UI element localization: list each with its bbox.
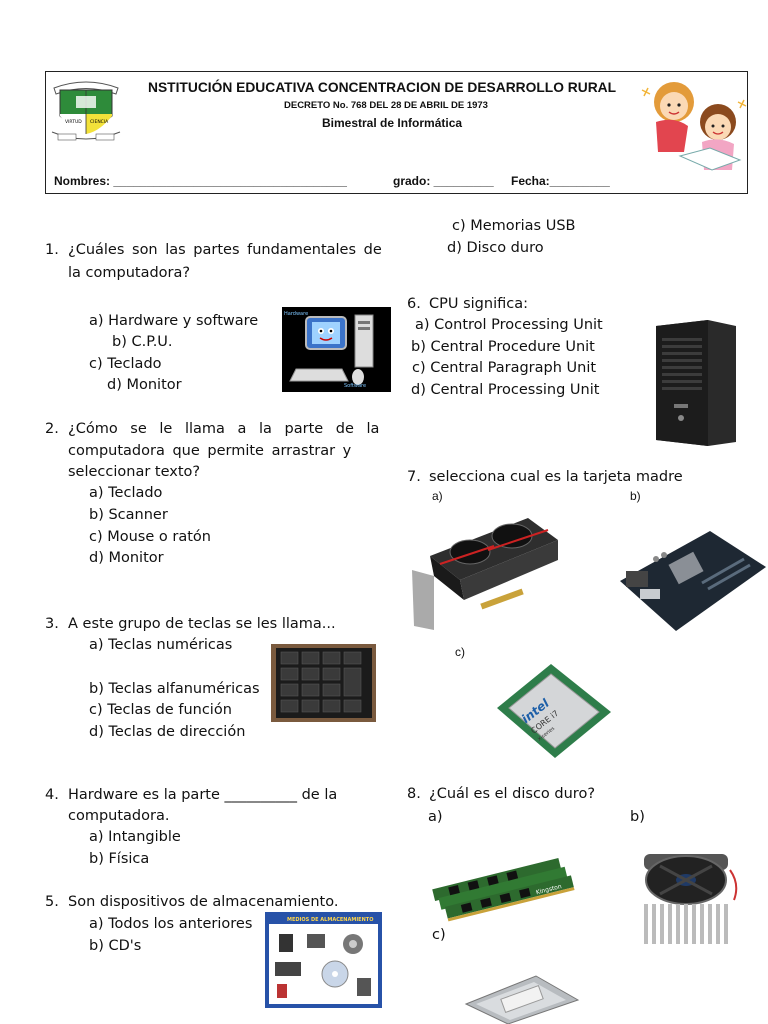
storage-image-title: MEDIOS DE ALMACENAMIENTO	[287, 917, 373, 923]
q2-option-c: c) Mouse o ratón	[89, 529, 211, 545]
ram-modules-image: Kingston	[432, 857, 575, 922]
computer-label-hardware: Hardware	[284, 311, 308, 317]
q2-text-line1: ¿Cómo se le llama a la parte de la	[68, 421, 380, 437]
q4-option-a: a) Intangible	[89, 829, 181, 845]
q6-option-a: a) Control Processing Unit	[415, 317, 603, 333]
q4-number: 4.	[45, 787, 59, 803]
q7-label-a: a)	[432, 489, 443, 503]
q2-option-b: b) Scanner	[89, 507, 168, 523]
motherboard-image	[620, 531, 766, 631]
computer-label-software: Software	[344, 383, 366, 389]
seal-text-1: VIRTUD	[65, 119, 82, 125]
q6-number: 6.	[407, 296, 421, 312]
q5-option-a: a) Todos los anteriores	[89, 916, 253, 932]
q7-text-line1: selecciona cual es la tarjeta madre	[429, 469, 683, 485]
hard-disk-image	[464, 975, 580, 1024]
institution-title: NSTITUCIÓN EDUCATIVA CONCENTRACION DE DE…	[148, 80, 617, 95]
q5-option-d: d) Disco duro	[447, 240, 544, 256]
q3-option-c: c) Teclas de función	[89, 702, 232, 718]
storage-devices-image: MEDIOS DE ALMACENAMIENTO	[265, 912, 382, 1008]
q8-label-c: c)	[432, 927, 446, 943]
q1-option-d: d) Monitor	[107, 377, 182, 393]
q2-option-a: a) Teclado	[89, 485, 163, 501]
header-box	[45, 71, 748, 194]
q7-label-b: b)	[630, 489, 641, 503]
q5-option-c: c) Memorias USB	[452, 218, 576, 234]
q3-option-a: a) Teclas numéricas	[89, 637, 233, 653]
q6-text-line1: CPU significa:	[429, 296, 528, 312]
q1-option-a: a) Hardware y software	[89, 313, 259, 329]
names-field: Nombres: _______________________________…	[54, 174, 347, 188]
numeric-keypad-image	[271, 644, 376, 722]
seal-text-2: CIENCIA	[90, 119, 109, 125]
q3-text-line1: A este grupo de teclas se les llama...	[68, 616, 336, 632]
q2-number: 2.	[45, 421, 59, 437]
cpu-cooler-fan-image	[644, 854, 738, 944]
q7-number: 7.	[407, 469, 421, 485]
q6-option-b: b) Central Procedure Unit	[411, 339, 595, 355]
q8-text-line1: ¿Cuál es el disco duro?	[429, 786, 596, 802]
q6-option-c: c) Central Paragraph Unit	[412, 360, 597, 376]
q7-label-c: c)	[455, 645, 465, 659]
q3-option-d: d) Teclas de dirección	[89, 724, 246, 740]
q6-option-d: d) Central Processing Unit	[411, 382, 600, 398]
school-seal-icon: VIRTUD CIENCIA	[51, 81, 121, 141]
q1-text-line2: la computadora?	[68, 265, 191, 281]
graphics-card-image	[412, 518, 558, 630]
decree-text: DECRETO No. 768 DEL 28 DE ABRIL DE 1973	[284, 100, 488, 111]
grade-field: grado: _________	[393, 174, 494, 188]
cpu-tower-image	[656, 320, 736, 446]
processor-chip-image: intel CORE i7 X-series	[497, 664, 611, 758]
q1-option-c: c) Teclado	[89, 356, 162, 372]
q3-option-b: b) Teclas alfanuméricas	[89, 681, 260, 697]
q4-text-line2: computadora.	[68, 808, 170, 824]
q4-text-line1: Hardware es la parte __________ de la	[68, 787, 338, 803]
q1-text-line1: ¿Cuáles son las partes fundamentales de	[68, 242, 382, 258]
q5-option-b: b) CD's	[89, 938, 142, 954]
date-field: Fecha:_________	[511, 174, 610, 188]
q4-option-b: b) Física	[89, 851, 150, 867]
q8-label-b: b)	[630, 809, 645, 825]
q2-text-line2: computadora que permite arrastrar y	[68, 443, 352, 459]
computer-image: Hardware Software	[282, 307, 391, 392]
q3-number: 3.	[45, 616, 59, 632]
q2-text-line3: seleccionar texto?	[68, 464, 201, 480]
kids-reading-icon	[641, 82, 747, 171]
q1-option-b: b) C.P.U.	[112, 334, 173, 350]
q2-option-d: d) Monitor	[89, 550, 164, 566]
q5-text-line1: Son dispositivos de almacenamiento.	[68, 894, 339, 910]
q8-number: 8.	[407, 786, 421, 802]
q1-number: 1.	[45, 242, 59, 258]
q5-number: 5.	[45, 894, 59, 910]
subject-title: Bimestral de Informática	[322, 116, 463, 130]
q8-label-a: a)	[428, 809, 443, 825]
